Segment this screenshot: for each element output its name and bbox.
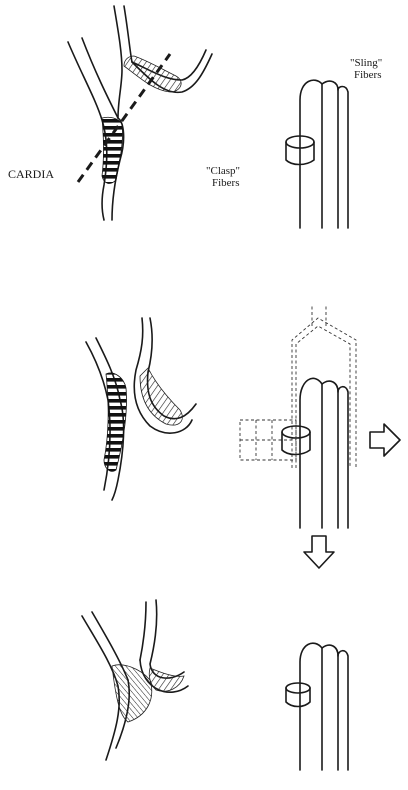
panel-middle-tube bbox=[240, 306, 356, 528]
arrow-right-icon bbox=[370, 424, 400, 456]
clasp-label-1: "Clasp" bbox=[206, 165, 240, 177]
panel-bottom-tube bbox=[286, 643, 348, 770]
sling-label-2: Fibers bbox=[354, 69, 382, 81]
panel-bottom-stomach bbox=[82, 600, 188, 760]
panel-top-stomach bbox=[68, 6, 212, 220]
clasp-label-2: Fibers bbox=[212, 177, 240, 189]
sling-label-1: "Sling" bbox=[350, 57, 382, 69]
cardia-label: CARDIA bbox=[8, 167, 54, 181]
panel-middle-stomach bbox=[86, 318, 196, 500]
arrow-down-icon bbox=[304, 536, 334, 568]
panel-top-tube bbox=[286, 80, 348, 228]
